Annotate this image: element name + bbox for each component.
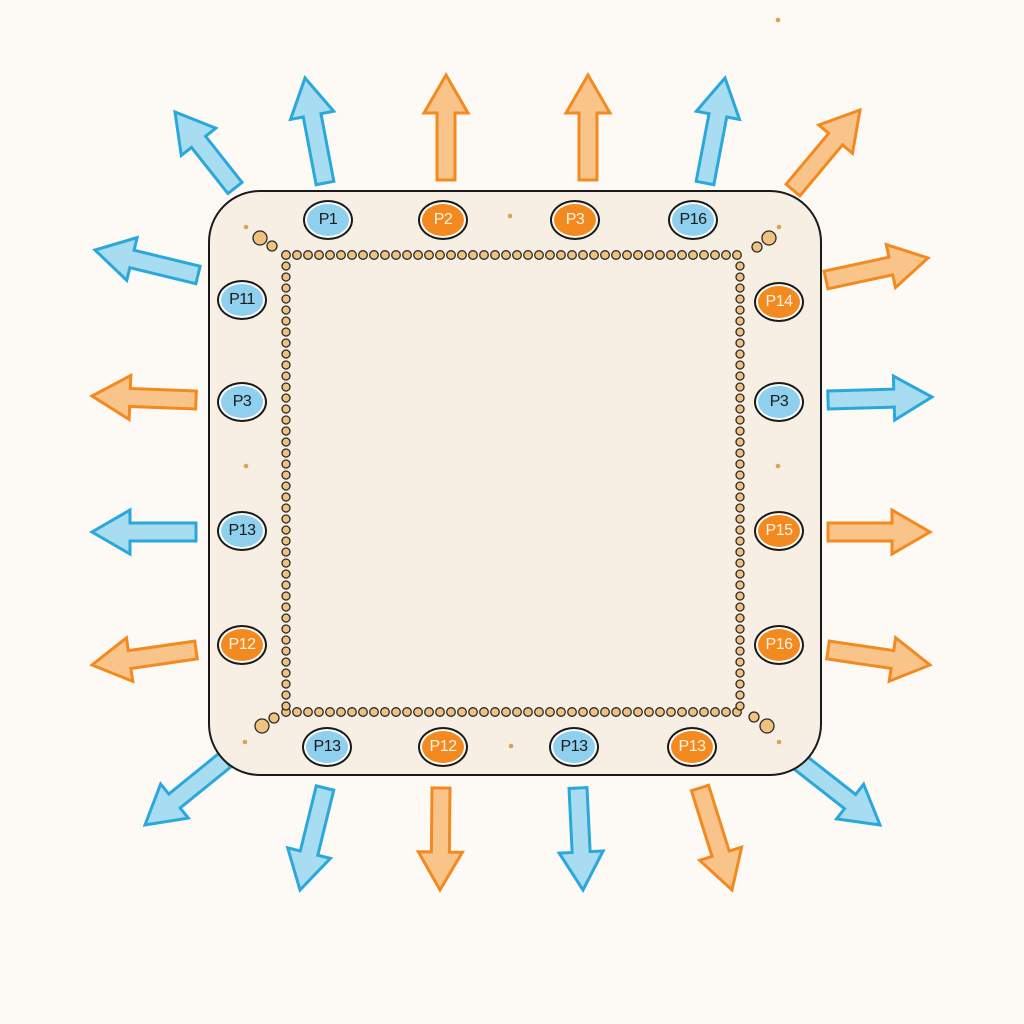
arrow-bottom-2-icon xyxy=(285,784,336,893)
arrow-bottom-3-icon xyxy=(415,786,465,893)
pin-top-1: P1 xyxy=(303,200,353,240)
arrow-top-2-icon xyxy=(288,75,337,187)
pin-bottom-4: P13 xyxy=(667,727,717,767)
arrow-left-4-icon xyxy=(89,635,199,684)
pin-left-4: P12 xyxy=(217,625,267,665)
pin-right-3: P15 xyxy=(754,511,804,551)
arrow-top-5-icon xyxy=(693,75,742,187)
arrow-top-1-icon xyxy=(173,109,245,196)
arrow-right-3-icon xyxy=(826,507,933,557)
arrow-top-6-icon xyxy=(783,107,862,198)
pin-right-1: P14 xyxy=(754,282,804,322)
pin-bottom-1: P13 xyxy=(302,727,352,767)
chip-body xyxy=(208,190,822,776)
arrow-bottom-5-icon xyxy=(689,783,744,893)
pin-right-4: P16 xyxy=(754,625,804,665)
arrow-right-4-icon xyxy=(824,634,933,684)
arrow-bottom-1-icon xyxy=(142,750,233,827)
arrow-top-4-icon xyxy=(563,72,613,182)
arrow-bottom-4-icon xyxy=(556,785,606,893)
arrow-top-3-icon xyxy=(421,72,471,182)
pin-bottom-2: P12 xyxy=(418,727,468,767)
pin-top-4: P16 xyxy=(668,200,718,240)
arrow-right-1-icon xyxy=(822,242,931,291)
pin-left-1: P11 xyxy=(217,280,267,320)
pin-left-3: P13 xyxy=(217,511,267,551)
arrow-left-1-icon xyxy=(92,235,202,286)
arrow-right-2-icon xyxy=(826,373,935,423)
pin-top-3: P3 xyxy=(550,200,600,240)
arrow-left-3-icon xyxy=(89,507,198,557)
pin-left-2: P3 xyxy=(217,382,267,422)
arrow-bottom-6-icon xyxy=(789,750,883,827)
pin-right-2: P3 xyxy=(754,382,804,422)
pin-top-2: P2 xyxy=(418,200,468,240)
pin-bottom-3: P13 xyxy=(549,727,599,767)
arrow-left-2-icon xyxy=(89,372,198,423)
